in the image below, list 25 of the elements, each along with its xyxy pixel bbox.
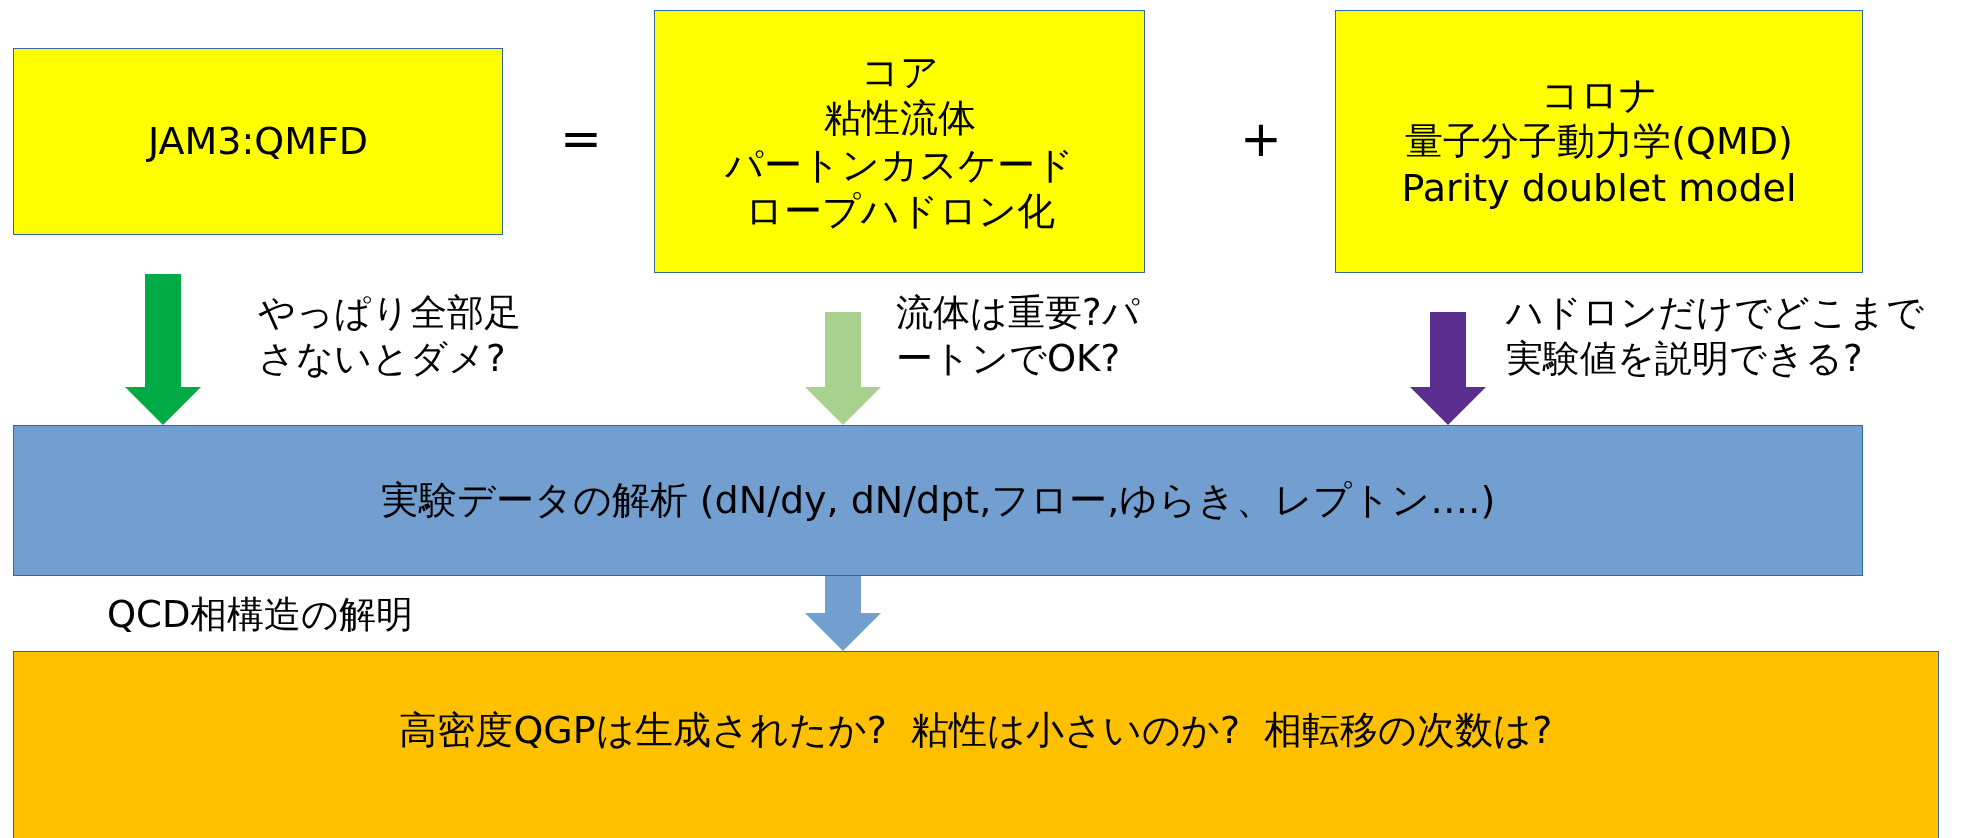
- node-text: 実験データの解析 (dN/dy, dN/dpt,フロー,ゆらき、レプトン….): [380, 477, 1496, 524]
- model-box: [13, 48, 503, 235]
- block-arrow: [805, 312, 881, 425]
- node-text: コア: [860, 48, 939, 96]
- block-arrow: [125, 274, 201, 425]
- node-text: 粘性流体: [823, 95, 976, 142]
- note-text: QCD相構造の解明: [107, 592, 414, 638]
- plus-sign: +: [1240, 109, 1282, 170]
- node-text: パートンカスケード: [725, 141, 1074, 188]
- block-arrow: [805, 576, 881, 651]
- node-text: ロープハドロン化: [744, 187, 1055, 235]
- node-text: Parity doublet model: [1401, 164, 1797, 212]
- edge-label: 流体は重要?パートンでOK?: [896, 290, 1141, 383]
- node-text: 高密度QGPは生成されたか? 粘性は小さいのか? 相転移の次数は?: [399, 707, 1553, 754]
- edge-label: ハドロンだけでどこまで実験値を説明できる?: [1506, 290, 1925, 383]
- banner-box: [13, 651, 1939, 838]
- model-box: [1335, 10, 1863, 273]
- node-text: 量子分子動力学(QMD): [1405, 118, 1793, 165]
- model-box: [654, 10, 1145, 273]
- edge-label: やっぱり全部足さないとダメ?: [258, 290, 522, 383]
- banner-box: [13, 425, 1863, 576]
- node-text: JAM3:QMFD: [147, 118, 369, 165]
- equals-sign: =: [560, 109, 602, 170]
- node-text: コロナ: [1540, 71, 1658, 119]
- block-arrow: [1410, 312, 1486, 425]
